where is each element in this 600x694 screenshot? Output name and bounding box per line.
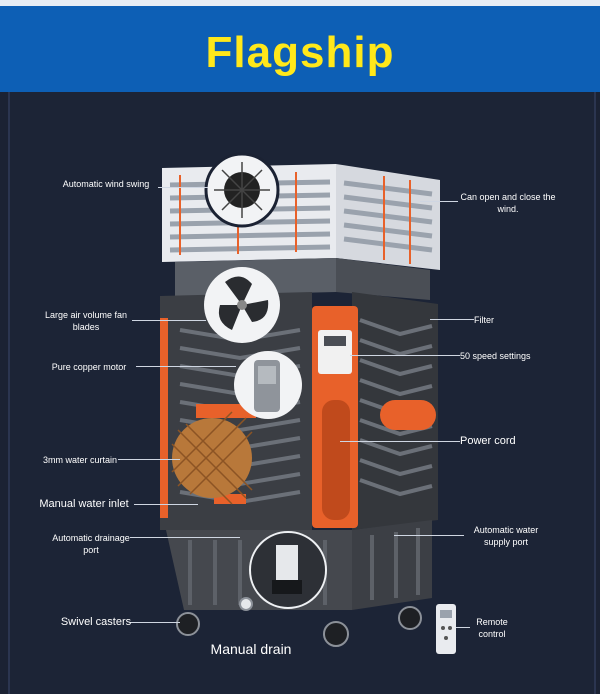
label-fan-blades: Large air volume fan blades: [44, 310, 128, 332]
label-wind-swing: Automatic wind swing: [62, 179, 150, 189]
leader-curtain: [118, 459, 180, 460]
label-water-inlet: Manual water inlet: [39, 498, 129, 510]
curtain-callout: [171, 411, 253, 505]
drain-callout: [249, 531, 327, 609]
leader-casters: [130, 622, 180, 623]
label-open-close: Can open and close the wind.: [460, 192, 556, 214]
label-casters: Swivel casters: [60, 616, 132, 628]
leader-drainage: [130, 537, 240, 538]
leader-power-cord: [340, 441, 460, 442]
blades-callout: [204, 267, 280, 343]
remote-control-image: [436, 604, 456, 654]
leader-open-close: [420, 201, 458, 202]
leader-fan-blades: [132, 320, 206, 321]
label-filter: Filter: [474, 315, 494, 325]
label-remote: Remote control: [476, 617, 508, 639]
leader-inlet: [134, 504, 198, 505]
leader-speed: [350, 355, 460, 356]
label-water-curtain: 3mm water curtain: [42, 455, 118, 465]
label-manual-drain: Manual drain: [210, 641, 292, 657]
label-supply-port: Automatic water supply port: [473, 525, 539, 547]
label-copper-motor: Pure copper motor: [51, 362, 127, 372]
label-power-cord: Power cord: [460, 435, 516, 447]
label-drainage-port: Automatic drainage port: [52, 533, 130, 555]
top-border: [0, 0, 600, 6]
leader-remote: [456, 627, 470, 628]
fan-callout: [204, 152, 280, 228]
leader-wind-swing: [158, 187, 208, 188]
label-speed-settings: 50 speed settings: [460, 351, 531, 361]
casters: [176, 597, 422, 647]
top-louver-unit: [162, 164, 440, 300]
leader-supply: [394, 535, 464, 536]
page-title: Flagship: [205, 28, 395, 77]
leader-filter: [430, 319, 474, 320]
title-banner: [0, 0, 600, 92]
motor-callout: [234, 351, 302, 419]
leader-motor: [136, 366, 236, 367]
